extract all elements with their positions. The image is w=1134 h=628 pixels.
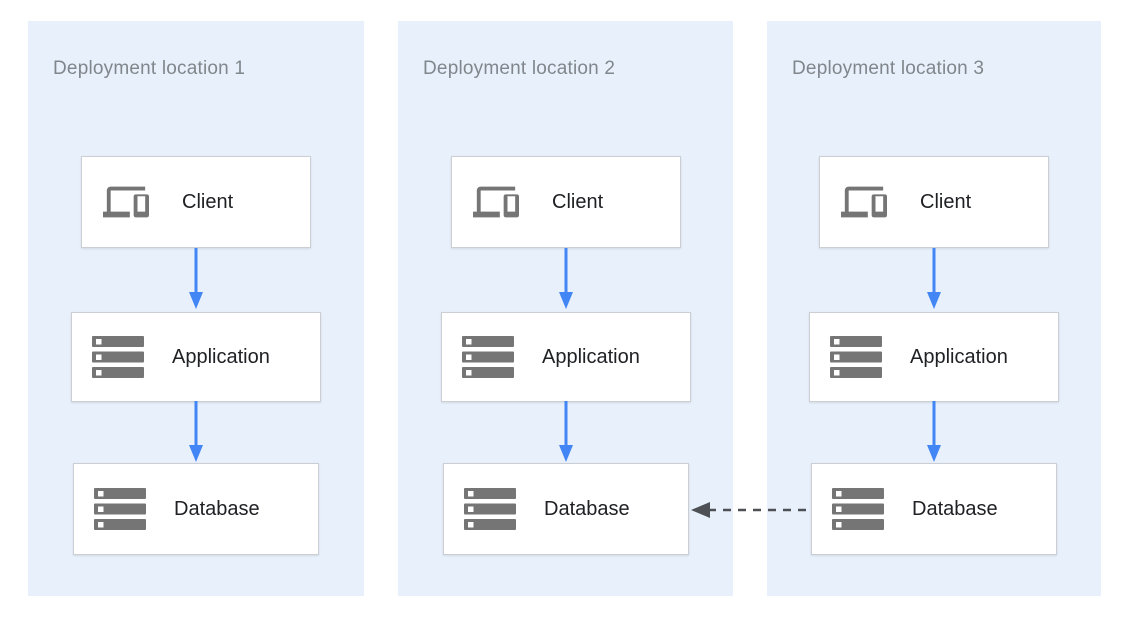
arrow-application-to-database-2 bbox=[559, 401, 573, 462]
node-label: Client bbox=[920, 190, 972, 213]
server-stack-icon bbox=[92, 336, 144, 378]
node-label: Client bbox=[182, 190, 234, 213]
arrow-database-replication bbox=[691, 502, 811, 518]
server-stack-icon bbox=[464, 488, 516, 530]
node-label: Database bbox=[174, 497, 260, 520]
node-label: Application bbox=[172, 345, 270, 368]
node-application-1: Application bbox=[71, 312, 321, 402]
arrow-client-to-application-1 bbox=[189, 248, 203, 309]
node-client-2: Client bbox=[451, 156, 681, 248]
node-label: Database bbox=[912, 497, 998, 520]
node-application-3: Application bbox=[809, 312, 1059, 402]
panel-title: Deployment location 2 bbox=[423, 58, 616, 79]
server-stack-icon bbox=[830, 336, 882, 378]
devices-icon bbox=[103, 186, 149, 218]
node-label: Application bbox=[910, 345, 1008, 368]
arrow-application-to-database-1 bbox=[189, 401, 203, 462]
node-client-3: Client bbox=[819, 156, 1049, 248]
node-client-1: Client bbox=[81, 156, 311, 248]
node-database-2: Database bbox=[443, 463, 689, 555]
devices-icon bbox=[473, 186, 519, 218]
arrow-application-to-database-3 bbox=[927, 401, 941, 462]
node-label: Database bbox=[544, 497, 630, 520]
panel-title: Deployment location 3 bbox=[792, 58, 985, 79]
node-label: Client bbox=[552, 190, 604, 213]
node-application-2: Application bbox=[441, 312, 691, 402]
arrow-client-to-application-2 bbox=[559, 248, 573, 309]
panel-title: Deployment location 1 bbox=[53, 58, 246, 79]
arrow-client-to-application-3 bbox=[927, 248, 941, 309]
server-stack-icon bbox=[832, 488, 884, 530]
server-stack-icon bbox=[94, 488, 146, 530]
devices-icon bbox=[841, 186, 887, 218]
node-database-1: Database bbox=[73, 463, 319, 555]
node-database-3: Database bbox=[811, 463, 1057, 555]
server-stack-icon bbox=[462, 336, 514, 378]
node-label: Application bbox=[542, 345, 640, 368]
